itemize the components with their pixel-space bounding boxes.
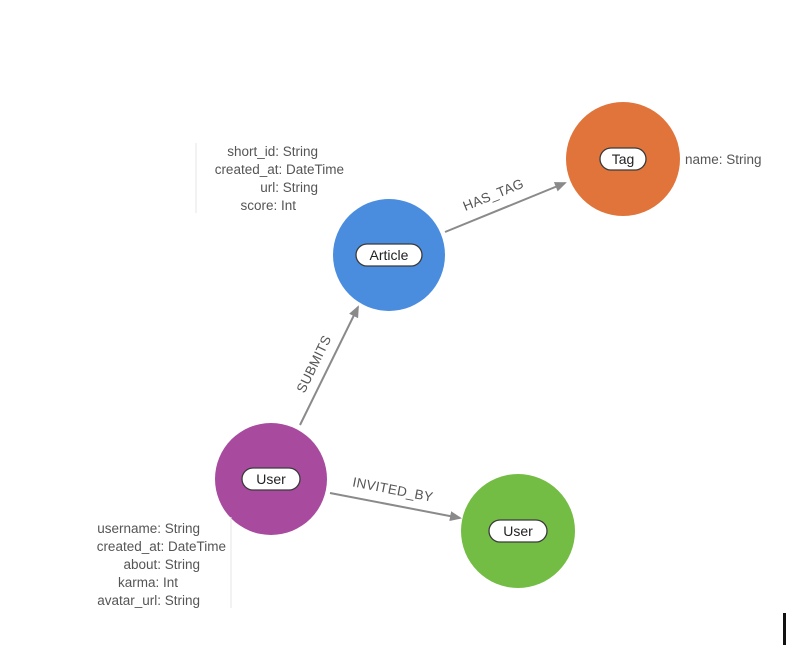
submits-label: SUBMITS xyxy=(294,333,335,395)
edge-invited-by: INVITED_BY xyxy=(329,474,462,522)
article-properties: short_id: String created_at: DateTime ur… xyxy=(195,143,344,213)
article-property: created_at: DateTime xyxy=(215,162,344,177)
has-tag-arrow xyxy=(444,182,567,233)
tag-property: name: String xyxy=(685,152,762,167)
tag-pill xyxy=(599,147,647,171)
user-property: karma: Int xyxy=(118,575,178,590)
article-property: score: Int xyxy=(240,198,296,213)
submits-arrow xyxy=(299,305,359,426)
user-main-label: User xyxy=(256,471,286,487)
invited-by-arrow xyxy=(329,492,462,522)
tag-properties: name: String xyxy=(685,152,762,167)
article-property: url: String xyxy=(260,180,318,195)
node-tag[interactable]: Tag xyxy=(566,102,680,216)
user-invited-pill xyxy=(488,519,548,543)
tag-label: Tag xyxy=(612,151,635,167)
article-pill xyxy=(355,243,423,267)
node-article[interactable]: Article xyxy=(333,199,445,311)
user-invited-label: User xyxy=(503,523,533,539)
node-user-main[interactable]: User xyxy=(215,423,327,535)
article-property: short_id: String xyxy=(227,144,318,159)
article-label: Article xyxy=(370,247,409,263)
edge-submits: SUBMITS xyxy=(294,305,359,426)
user-property: created_at: DateTime xyxy=(97,539,226,554)
has-tag-label: HAS_TAG xyxy=(461,176,526,214)
user-property: avatar_url: String xyxy=(97,593,200,608)
user-property: about: String xyxy=(123,557,200,572)
user-property: username: String xyxy=(97,521,200,536)
node-user-invited[interactable]: User xyxy=(461,474,575,588)
user-main-pill xyxy=(241,467,301,491)
edge-marker-bar xyxy=(783,613,786,645)
user-main-properties: username: String created_at: DateTime ab… xyxy=(97,517,232,608)
edge-has-tag: HAS_TAG xyxy=(444,176,567,233)
